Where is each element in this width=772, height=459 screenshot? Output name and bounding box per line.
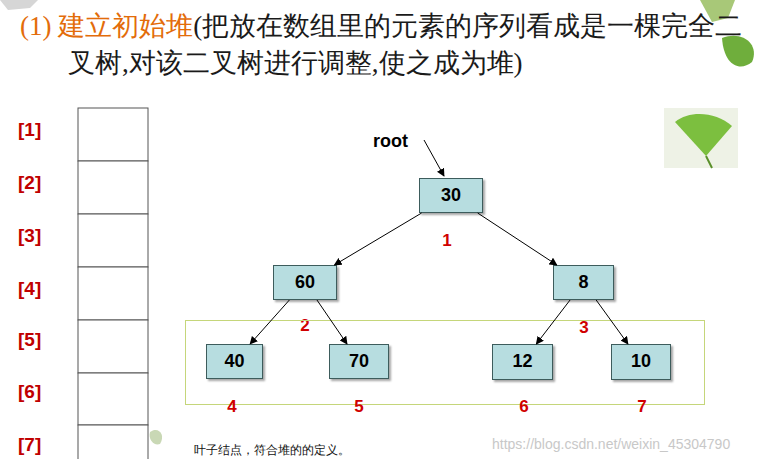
array-index: [3] xyxy=(18,224,41,248)
heap-node: 83 xyxy=(553,265,614,300)
array-cells xyxy=(78,108,148,459)
array-cell xyxy=(78,320,148,373)
node-value: 10 xyxy=(612,345,670,379)
leaf-decoration xyxy=(664,108,738,168)
tree-edge xyxy=(536,300,570,344)
corner-decoration xyxy=(0,0,38,10)
root-pointer xyxy=(424,140,444,176)
node-value: 60 xyxy=(274,266,336,299)
tree-edge xyxy=(334,213,421,265)
node-index: 4 xyxy=(212,396,252,418)
tree-edge xyxy=(478,213,557,265)
array-cell xyxy=(78,425,148,459)
node-index: 2 xyxy=(285,315,325,337)
node-value: 8 xyxy=(554,266,613,299)
array-cell xyxy=(78,161,148,214)
watermark: https://blog.csdn.net/weixin_45304790 xyxy=(492,432,730,456)
heap-node: 404 xyxy=(206,344,263,379)
array-cell xyxy=(78,214,148,267)
array-index: [7] xyxy=(18,433,41,457)
node-index: 6 xyxy=(504,396,544,418)
array-index: [4] xyxy=(18,277,41,301)
leaf-decoration xyxy=(706,156,712,168)
leaf-group-band: 叶子结点，符合堆的的定义。404705126107 xyxy=(185,320,705,405)
tree-edge xyxy=(596,300,628,344)
node-index: 7 xyxy=(622,396,662,418)
tree-edge xyxy=(317,300,347,344)
node-value: 40 xyxy=(207,345,262,378)
array-cell xyxy=(78,108,148,161)
heading-block: (1) 建立初始堆(把放在数组里的元素的序列看成是一棵完全二叉树,对该二叉树进行… xyxy=(20,8,768,82)
node-value: 30 xyxy=(420,179,482,212)
heap-node: 126 xyxy=(492,344,553,380)
leaf-decoration xyxy=(675,114,732,156)
root-label: root xyxy=(373,129,408,153)
heap-node: 705 xyxy=(329,344,389,379)
heading: (1) 建立初始堆 xyxy=(20,11,193,41)
leaf-decoration xyxy=(150,430,162,444)
array-index: [6] xyxy=(18,380,41,404)
heap-node: 602 xyxy=(273,265,337,300)
heap-node: 107 xyxy=(611,344,671,380)
array-index: [5] xyxy=(18,328,41,352)
group-caption: 叶子结点，符合堆的的定义。 xyxy=(194,442,350,458)
node-value: 70 xyxy=(330,345,388,378)
array-cell xyxy=(78,267,148,320)
node-index: 5 xyxy=(339,396,379,418)
heap-node: 301 xyxy=(419,178,483,213)
node-value: 12 xyxy=(493,345,552,379)
tree-edge xyxy=(250,300,289,344)
node-index: 1 xyxy=(427,230,467,252)
array-index: [2] xyxy=(18,171,41,195)
array-index: [1] xyxy=(18,118,41,142)
array-cell xyxy=(78,373,148,425)
